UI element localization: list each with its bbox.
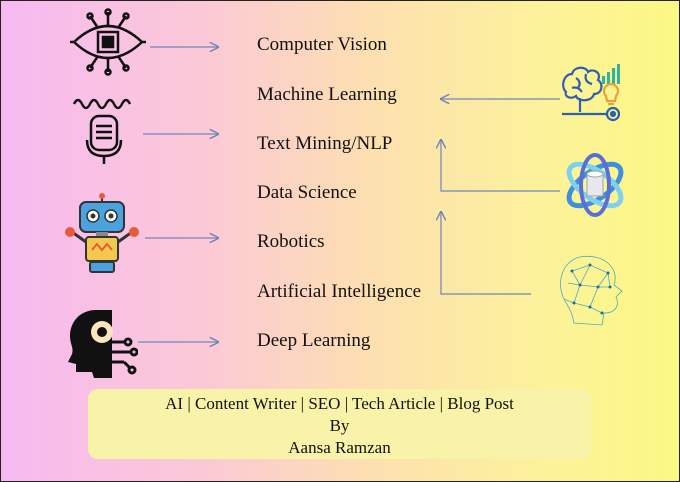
topic-text-mining-nlp: Text Mining/NLP bbox=[257, 133, 393, 154]
head-gear-icon bbox=[68, 310, 138, 378]
banner-by: By bbox=[329, 416, 350, 435]
data-sphere-icon bbox=[566, 153, 624, 217]
brain-lightbulb-icon bbox=[562, 64, 621, 122]
banner-services: AI | Content Writer | SEO | Tech Article… bbox=[165, 394, 514, 413]
wireframe-head-icon bbox=[560, 255, 623, 326]
arrow-artificial-intelligence bbox=[441, 212, 531, 295]
microphone-soundwave-icon bbox=[72, 98, 132, 164]
topic-machine-learning: Machine Learning bbox=[257, 84, 397, 105]
author-banner: AI | Content Writer | SEO | Tech Article… bbox=[88, 389, 591, 459]
topic-artificial-intelligence: Artificial Intelligence bbox=[257, 281, 422, 302]
circuit-eye-icon bbox=[70, 8, 146, 76]
topic-deep-learning: Deep Learning bbox=[257, 330, 371, 351]
arrow-data-science bbox=[441, 140, 560, 192]
topic-data-science: Data Science bbox=[257, 182, 357, 203]
robot-icon bbox=[65, 193, 139, 273]
banner-author-name: Aansa Ramzan bbox=[288, 438, 391, 457]
topic-robotics: Robotics bbox=[257, 231, 325, 252]
topic-computer-vision: Computer Vision bbox=[257, 34, 387, 55]
